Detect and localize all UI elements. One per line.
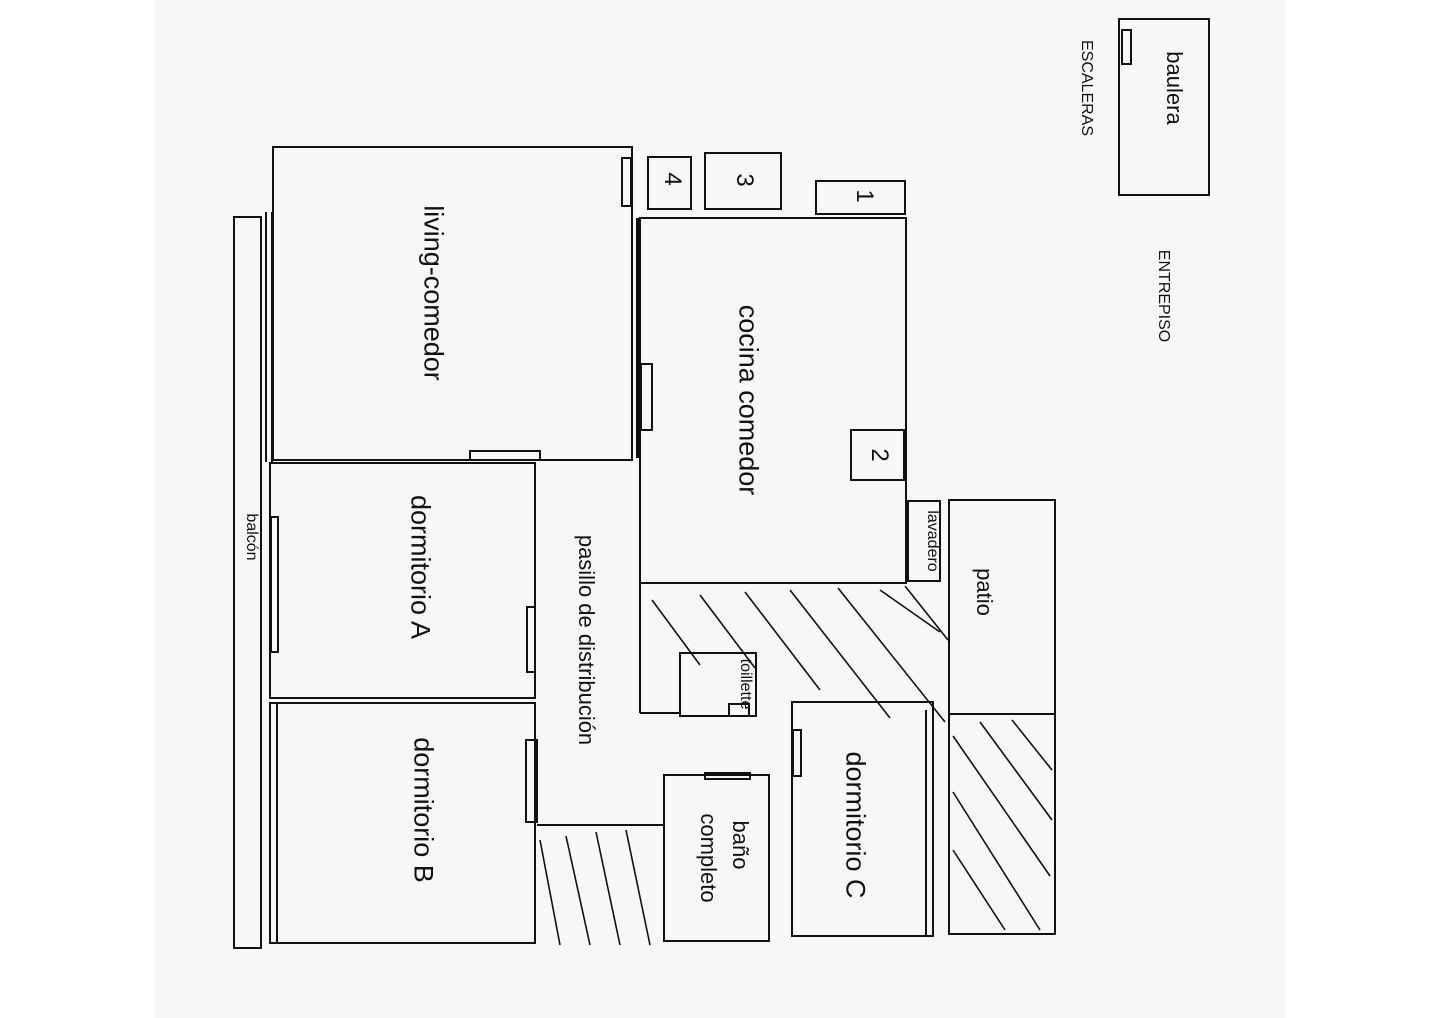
living-window <box>621 157 632 207</box>
cocina-comedor-label: cocina comedor <box>733 304 764 496</box>
dormitorio-b-wall <box>269 702 536 944</box>
dormitorio-c-wall <box>791 701 934 937</box>
balcon-label: balcón <box>243 513 260 561</box>
dormitorio-b-label: dormitorio B <box>408 737 439 883</box>
hatch-patio <box>952 719 1053 931</box>
toillette-label: toillette <box>737 658 754 710</box>
toillette-door <box>728 703 750 717</box>
lavadero-label: lavadero <box>924 510 941 572</box>
balcon-strip <box>233 216 262 949</box>
box-2 <box>850 429 905 481</box>
living-door <box>469 450 541 461</box>
box-1 <box>815 180 906 215</box>
living-comedor-label: living-comedor <box>418 205 449 381</box>
bano-wall <box>663 774 770 942</box>
bano-door <box>704 772 751 780</box>
dormitorio-c-label: dormitorio C <box>840 751 871 899</box>
dormitorio-c-door <box>792 729 802 777</box>
plan-paper <box>155 0 1285 1018</box>
bano-label-1: baño <box>728 820 753 870</box>
baulera-label: baulera <box>1162 51 1187 125</box>
dormitorio-a-door <box>526 606 536 673</box>
lavadero-wall <box>907 500 941 582</box>
baulera-door <box>1121 29 1132 65</box>
living-comedor-wall <box>272 146 633 461</box>
box-4 <box>647 156 692 210</box>
toillette-wall <box>679 652 757 717</box>
box-2-label: 2 <box>866 448 893 462</box>
box-3-label: 3 <box>731 173 758 187</box>
pasillo-label: pasillo de distribución <box>574 534 599 746</box>
cocina-comedor-wall <box>639 217 907 584</box>
baulera-box <box>1118 18 1210 196</box>
cocina-door <box>640 363 653 431</box>
hatch-lower <box>539 829 651 946</box>
box-1-label: 1 <box>851 189 878 203</box>
patio-label: patio <box>972 568 997 616</box>
bano-label-2: completo <box>696 813 721 903</box>
hatch-center <box>651 585 949 723</box>
dormitorio-b-door <box>525 739 538 823</box>
dormitorio-a-label: dormitorio A <box>405 494 436 640</box>
box-4-label: 4 <box>659 172 686 186</box>
patio-wall <box>948 499 1056 935</box>
escaleras-label: ESCALERAS <box>1078 39 1095 137</box>
entrepiso-label: ENTREPISO <box>1155 249 1172 343</box>
box-3 <box>704 152 782 210</box>
dormitorio-a-window <box>270 516 279 653</box>
dormitorio-a-wall <box>269 462 536 699</box>
